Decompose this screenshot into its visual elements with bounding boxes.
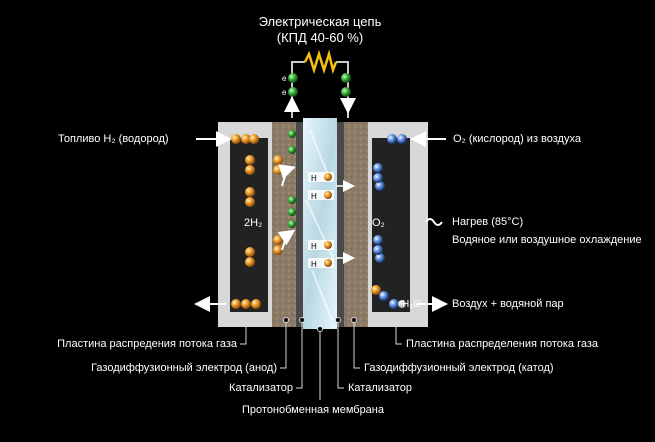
- svg-text:H: H: [311, 260, 317, 269]
- water-molecule: [389, 299, 406, 309]
- cooling-label: Водяное или воздушное охлаждение: [452, 234, 642, 246]
- legend-left-anode: Газодиффузионный электрод (анод): [91, 362, 277, 374]
- hydrogen-molecules: [231, 134, 283, 309]
- cathode-electrode: [344, 122, 368, 327]
- anode-catalyst: [296, 122, 303, 327]
- oxygen-in-label: O₂ (кислород) из воздуха: [453, 133, 581, 145]
- cathode-gas-label: O₂: [372, 217, 385, 229]
- external-electrons: [288, 73, 351, 97]
- circuit-title: Электрическая цепь: [259, 14, 382, 29]
- legend-right-flow-plate: Пластина распределения потока газа: [406, 338, 599, 350]
- legend-left-flow-plate: Пластина распредения потока газа: [57, 338, 237, 350]
- svg-text:H: H: [311, 174, 317, 183]
- oxygen-atoms: [371, 134, 407, 301]
- cathode-catalyst: [337, 122, 344, 327]
- anode-electrons: [288, 130, 296, 228]
- legend-membrane: Протонобменная мембрана: [242, 404, 384, 416]
- fuel-in-label: Топливо H₂ (водород): [58, 133, 169, 145]
- svg-text:H: H: [311, 242, 317, 251]
- heat-label: Нагрев (85°C): [452, 216, 524, 228]
- anode-gas-label: 2H₂: [244, 217, 262, 229]
- heat-wave-icon: [425, 218, 443, 226]
- legend-left-catalyst: Катализатор: [229, 382, 293, 394]
- exhaust-label: Воздух + водяной пар: [452, 298, 564, 310]
- svg-text:H: H: [311, 192, 317, 201]
- protons: H H H H: [308, 172, 334, 269]
- legend-right-cathode: Газодиффузионный электрод (катод): [364, 362, 554, 374]
- electron-label: e: [282, 74, 287, 83]
- external-circuit: [291, 61, 349, 118]
- electron-label: e: [282, 88, 287, 97]
- leader-lines: [240, 317, 402, 400]
- circuit-subtitle: (КПД 40-60 %): [277, 30, 363, 45]
- legend-right-catalyst: Катализатор: [348, 382, 412, 394]
- proton-exchange-membrane: [303, 118, 337, 329]
- resistor-icon: [303, 49, 338, 75]
- water-label: H₂O: [402, 299, 421, 310]
